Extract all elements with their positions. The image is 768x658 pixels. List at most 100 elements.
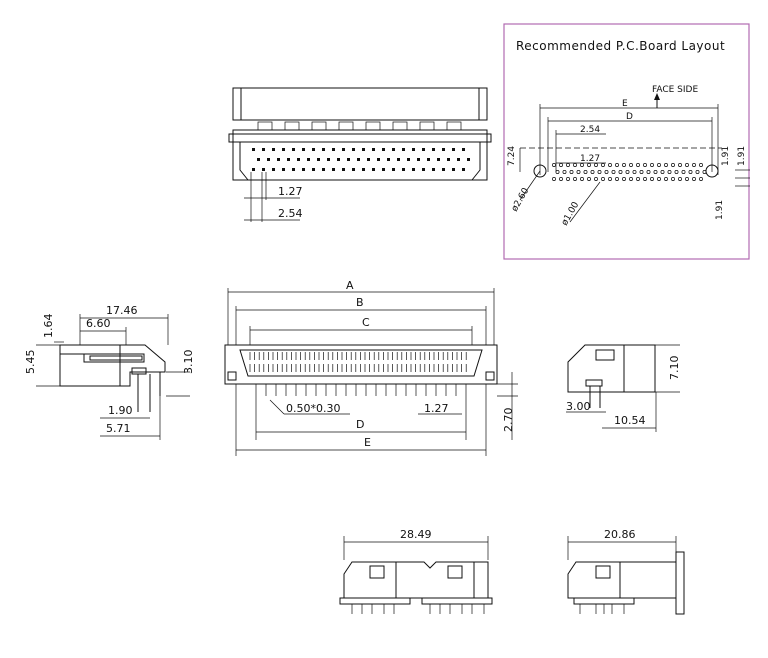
top-pin bbox=[372, 148, 375, 151]
top-pin bbox=[297, 158, 300, 161]
pcb-dim-254: 2.54 bbox=[580, 125, 600, 135]
pcb-mount-hole-left bbox=[533, 164, 547, 178]
top-pin bbox=[327, 158, 330, 161]
pcb-hole bbox=[688, 170, 693, 174]
pcb-hole bbox=[632, 170, 637, 174]
top-pin bbox=[272, 148, 275, 151]
front-dim-pin: 0.50*0.30 bbox=[286, 402, 340, 415]
top-pin bbox=[462, 168, 465, 171]
left-dim-1746: 17.46 bbox=[106, 304, 138, 317]
pcb-hole bbox=[639, 170, 644, 174]
top-pin bbox=[262, 168, 265, 171]
pcb-hole bbox=[608, 177, 612, 181]
top-pin bbox=[337, 158, 340, 161]
bottom-left-view: 28.49 bbox=[339, 528, 493, 614]
top-dim-254: 2.54 bbox=[278, 207, 303, 220]
top-pin bbox=[347, 158, 350, 161]
top-pin bbox=[422, 168, 425, 171]
pcb-hole bbox=[681, 170, 686, 174]
top-pin bbox=[292, 148, 295, 151]
top-pin bbox=[252, 148, 255, 151]
top-pin bbox=[382, 148, 385, 151]
pcb-hole bbox=[594, 177, 598, 181]
top-tooth bbox=[311, 121, 327, 131]
pcb-dim-d: D bbox=[626, 112, 633, 122]
pcb-hole bbox=[580, 163, 584, 167]
top-pin bbox=[392, 168, 395, 171]
pcb-hole bbox=[660, 170, 665, 174]
pcb-hole bbox=[622, 177, 626, 181]
pcb-dim-191a: 1.91 bbox=[721, 146, 731, 166]
face-side-label: FACE SIDE bbox=[652, 85, 698, 95]
pcb-hole bbox=[580, 177, 584, 181]
pcb-hole bbox=[699, 163, 703, 167]
top-pin bbox=[282, 148, 285, 151]
pcb-hole bbox=[646, 170, 651, 174]
top-pin bbox=[382, 168, 385, 171]
pcb-hole bbox=[566, 163, 570, 167]
front-dim-e: E bbox=[364, 436, 371, 449]
top-pin bbox=[302, 148, 305, 151]
pcb-hole bbox=[559, 163, 563, 167]
pcb-layout-border bbox=[503, 23, 750, 260]
right-side-view: 7.10 3.00 10.54 bbox=[566, 344, 681, 432]
pcb-hole bbox=[555, 170, 560, 174]
pcb-hole bbox=[643, 177, 647, 181]
top-pin bbox=[407, 158, 410, 161]
pcb-hole bbox=[569, 170, 574, 174]
top-tooth bbox=[257, 121, 273, 131]
top-pin bbox=[437, 158, 440, 161]
top-pin bbox=[322, 148, 325, 151]
pcb-hole bbox=[685, 177, 689, 181]
top-pin bbox=[467, 158, 470, 161]
pcb-hole bbox=[674, 170, 679, 174]
left-dim-190: 1.90 bbox=[108, 404, 133, 417]
top-pin bbox=[412, 148, 415, 151]
top-pin bbox=[442, 168, 445, 171]
top-pin bbox=[442, 148, 445, 151]
top-tooth bbox=[365, 121, 381, 131]
top-pin bbox=[262, 148, 265, 151]
pcb-hole bbox=[573, 163, 577, 167]
top-pin bbox=[452, 148, 455, 151]
top-pin bbox=[282, 168, 285, 171]
top-pin bbox=[272, 168, 275, 171]
pcb-hole bbox=[601, 177, 605, 181]
left-dim-660: 6.60 bbox=[86, 317, 111, 330]
left-dim-310: 3.10 bbox=[182, 350, 195, 375]
bottom-left-dim-2849: 28.49 bbox=[400, 528, 432, 541]
top-pin bbox=[307, 158, 310, 161]
top-pin bbox=[362, 168, 365, 171]
top-pin bbox=[332, 148, 335, 151]
top-pin bbox=[427, 158, 430, 161]
pcb-hole bbox=[587, 163, 591, 167]
pcb-hole bbox=[597, 170, 602, 174]
top-pin bbox=[422, 148, 425, 151]
pcb-hole bbox=[650, 177, 654, 181]
top-pin bbox=[322, 168, 325, 171]
top-pin bbox=[312, 148, 315, 151]
pcb-hole bbox=[650, 163, 654, 167]
top-pin bbox=[447, 158, 450, 161]
front-dim-c: C bbox=[362, 316, 370, 329]
top-pin bbox=[367, 158, 370, 161]
pcb-hole bbox=[664, 177, 668, 181]
top-pin bbox=[462, 148, 465, 151]
top-pin bbox=[267, 158, 270, 161]
pcb-dim-d100: ø1.00 bbox=[560, 200, 582, 227]
pcb-hole bbox=[618, 170, 623, 174]
pcb-hole bbox=[601, 163, 605, 167]
pcb-hole bbox=[678, 177, 682, 181]
pcb-hole bbox=[594, 163, 598, 167]
top-pin bbox=[432, 168, 435, 171]
pcb-hole bbox=[699, 177, 703, 181]
pcb-hole bbox=[573, 177, 577, 181]
bottom-right-pins bbox=[579, 604, 625, 614]
pcb-hole bbox=[566, 177, 570, 181]
pcb-hole bbox=[552, 163, 556, 167]
pcb-hole bbox=[643, 163, 647, 167]
top-pin bbox=[432, 148, 435, 151]
pcb-mount-hole-right bbox=[705, 164, 719, 178]
pcb-dim-191c: 1.91 bbox=[715, 200, 725, 220]
pcb-hole bbox=[625, 170, 630, 174]
